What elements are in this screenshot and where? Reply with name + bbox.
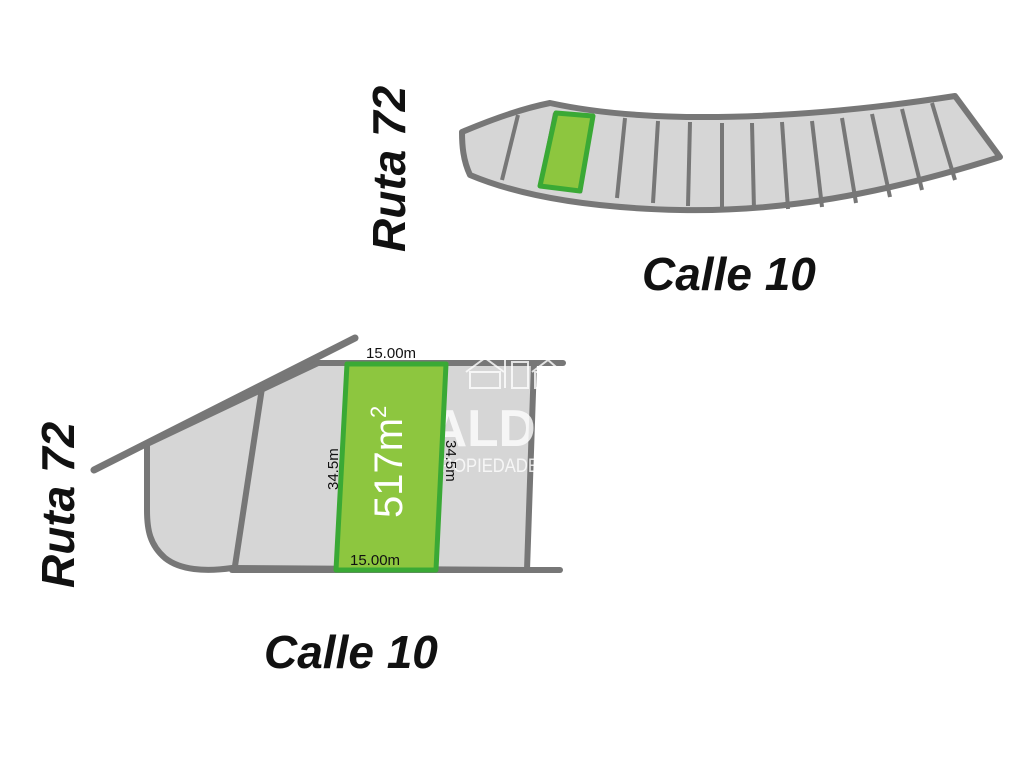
overview-road-left-label: Ruta 72	[363, 85, 415, 252]
detail-road-left-label: Ruta 72	[32, 421, 84, 588]
detail-area-label: 517m2	[366, 406, 411, 518]
area-unit-sup: 2	[366, 406, 391, 418]
dim-top-label: 15.00m	[366, 345, 416, 362]
dim-bottom-label: 15.00m	[350, 552, 400, 569]
watermark-brand: ALDI	[430, 400, 550, 458]
overview-lot-dividers	[500, 102, 957, 211]
dim-right-label: 34.5m	[442, 440, 459, 482]
detail-lot-divider	[232, 385, 265, 569]
house-icon	[465, 356, 563, 389]
detail-road-bottom-label: Calle 10	[264, 626, 438, 678]
overview-map: Ruta 72 Calle 10	[363, 85, 1003, 300]
overview-highlighted-lot[interactable]	[537, 110, 596, 194]
detail-map: ALDI PROPIEDADES 517m2 15.00m 15.00m 34.…	[32, 334, 566, 678]
dim-left-label: 34.5m	[325, 448, 342, 490]
overview-block	[459, 93, 1003, 214]
overview-road-bottom-label: Calle 10	[642, 248, 816, 300]
watermark-subtitle: PROPIEDADES	[430, 456, 550, 477]
watermark: ALDI PROPIEDADES	[430, 356, 563, 477]
detail-highlighted-lot[interactable]	[333, 361, 449, 573]
